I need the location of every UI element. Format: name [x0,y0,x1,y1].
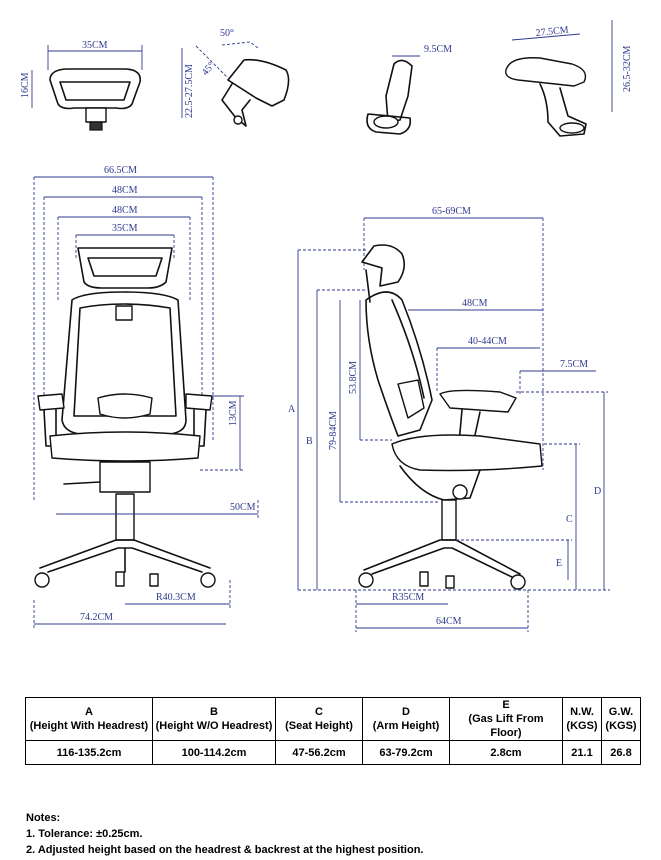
armpad-detail: 27.5CM 26.5-32CM [505,20,633,137]
dim-headrest-tilt: 50° [220,28,234,39]
dim-arm-height-gap: 13CM [228,400,239,426]
spec-header-c: C(Seat Height) [275,697,363,741]
dim-depth-total: 65-69CM [432,206,471,217]
dim-base-radius: R40.3CM [156,592,196,603]
dim-headrest-height: 16CM [20,72,31,98]
dim-label-d: D [594,486,601,497]
spec-value-row: 116-135.2cm 100-114.2cm 47-56.2cm 63-79.… [25,740,641,765]
spec-value-gw: 26.8 [601,740,641,765]
spec-value-nw: 21.1 [562,740,602,765]
front-view: 66.5CM 48CM 48CM 35CM [33,165,259,628]
dim-armrest-side: 9.5CM [424,44,452,55]
dim-label-b: B [306,436,313,447]
dim-headrest-width: 35CM [82,40,108,51]
dim-label-a: A [288,404,296,415]
notes-title: Notes: [26,812,61,824]
dim-seat-depth-adjust: 40-44CM [468,336,507,347]
spec-header-row: A(Height With Headrest) B(Height W/O Hea… [25,697,641,741]
dim-seat-depth: 48CM [462,298,488,309]
spec-header-e: E(Gas Lift From Floor) [449,697,563,741]
note-item: 1. Tolerance: ±0.25cm. [26,828,143,840]
dim-base-radius-side: R35CM [392,592,424,603]
dim-armpad-length: 27.5CM [535,25,569,39]
spec-header-nw: N.W.(KGS) [562,697,602,741]
dim-back-width-inner: 48CM [112,205,138,216]
dim-base-depth: 64CM [436,616,462,627]
spec-value-a: 116-135.2cm [25,740,153,765]
headrest-tilt-detail: 50° 45° 22.5-27.5CM [181,28,290,127]
spec-value-d: 63-79.2cm [362,740,450,765]
side-view: 65-69CM 48CM 40-44CM 7.5CM [288,206,610,632]
note-item: 2. Adjusted height based on the headrest… [26,844,424,856]
armrest-side-detail: 9.5CM [366,44,452,135]
dim-arm-offset: 7.5CM [560,359,588,370]
dim-label-c: C [566,514,573,525]
chair-dimension-drawing: 35CM 16CM 50° 45° 22.5-27.5CM 9.5CM 27.5… [20,20,633,632]
dim-back-height: 53.8CM [348,361,359,394]
spec-value-b: 100-114.2cm [152,740,276,765]
spec-header-a: A(Height With Headrest) [25,697,153,741]
spec-value-e: 2.8cm [449,740,563,765]
dim-base-width: 74.2CM [80,612,113,623]
spec-header-d: D(Arm Height) [362,697,450,741]
dim-headrest-adjust: 22.5-27.5CM [184,64,195,118]
headrest-front-detail: 35CM 16CM [20,40,143,131]
dim-headrest-tilt-inner: 45° [200,60,217,78]
spec-header-b: B(Height W/O Headrest) [152,697,276,741]
notes: Notes: 1. Tolerance: ±0.25cm. 2. Adjuste… [26,810,424,858]
dim-label-e: E [556,558,562,569]
dim-armrest-adjust: 26.5-32CM [622,46,633,93]
dim-headrest-front-width: 35CM [112,223,138,234]
dim-seat-width: 50CM [230,502,256,513]
dim-back-height-adjust: 79-84CM [328,411,339,450]
spec-value-c: 47-56.2cm [275,740,363,765]
dim-back-width-outer: 48CM [112,185,138,196]
dim-overall-width: 66.5CM [104,165,137,176]
spec-header-gw: G.W.(KGS) [601,697,641,741]
spec-table: A(Height With Headrest) B(Height W/O Hea… [25,697,641,765]
